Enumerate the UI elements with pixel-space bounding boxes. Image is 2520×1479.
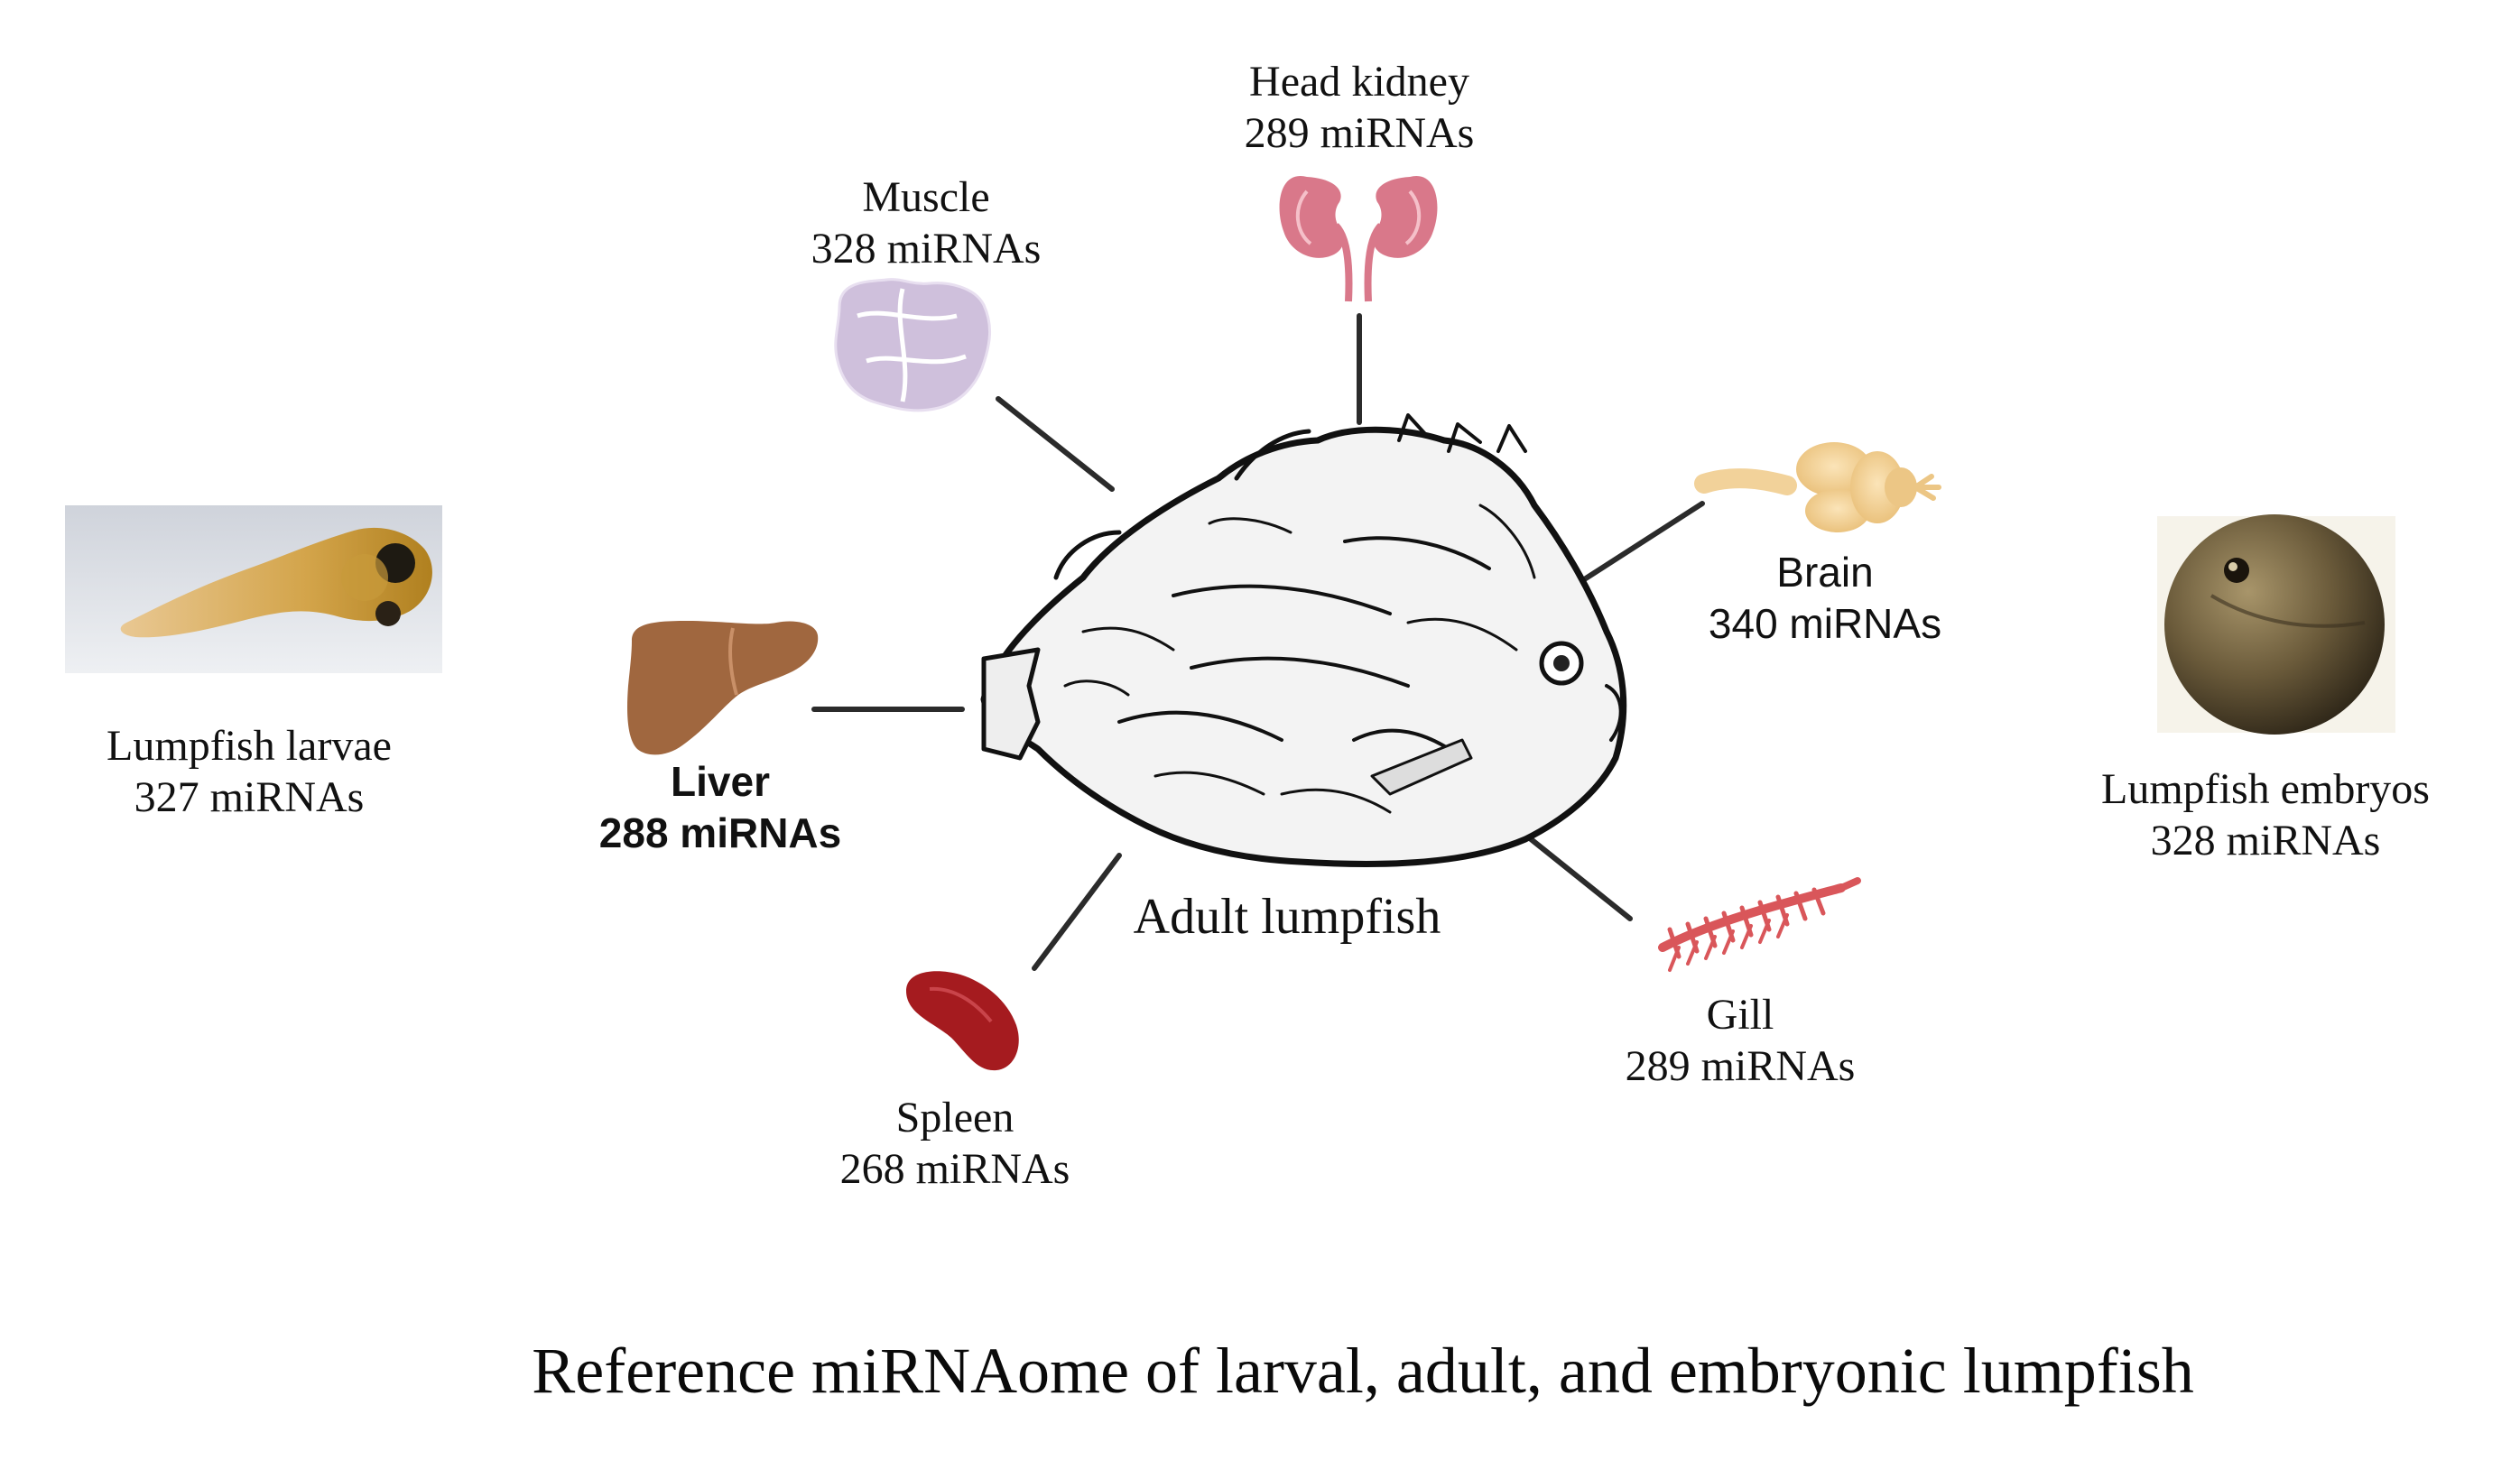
- gill-icon: [1658, 877, 1861, 972]
- tissue-name: Liver: [671, 758, 770, 805]
- muscle-tissue-icon: [834, 278, 992, 412]
- mirna-count: 268 miRNAs: [839, 1145, 1070, 1193]
- connector-spleen: [1032, 853, 1122, 971]
- lumpfish-embryo-photo: [2157, 514, 2395, 735]
- label-muscle: Muscle 328 miRNAs: [811, 171, 1042, 274]
- tissue-name: Muscle: [862, 173, 990, 221]
- mirna-count: 340 miRNAs: [1708, 600, 1942, 647]
- label-larvae: Lumpfish larvae 327 miRNAs: [107, 720, 392, 823]
- brain-icon: [1694, 442, 1941, 532]
- label-gill: Gill 289 miRNAs: [1626, 989, 1856, 1092]
- kidney-icon: [1279, 175, 1438, 302]
- liver-icon: [627, 621, 819, 755]
- mirna-count: 327 miRNAs: [134, 773, 365, 821]
- mirna-count: 289 miRNAs: [1244, 109, 1475, 157]
- label-head-kidney: Head kidney 289 miRNAs: [1245, 56, 1475, 159]
- tissue-name: Brain: [1776, 549, 1874, 596]
- lumpfish-larvae-photo: [65, 505, 442, 673]
- connector-brain: [1573, 501, 1705, 587]
- mirna-count: 328 miRNAs: [811, 225, 1042, 273]
- tissue-name: Spleen: [895, 1094, 1014, 1142]
- mirna-count: 328 miRNAs: [2150, 817, 2381, 864]
- connector-lines: [811, 313, 1705, 971]
- label-adult-lumpfish: Adult lumpfish: [1133, 889, 1441, 945]
- spleen-icon: [906, 971, 1019, 1071]
- label-liver: Liver 288 miRNAs: [599, 756, 841, 859]
- connector-gill: [1514, 825, 1633, 921]
- mirna-count: 288 miRNAs: [598, 809, 842, 856]
- label-brain: Brain 340 miRNAs: [1709, 547, 1941, 650]
- stage-name: Lumpfish embryos: [2101, 765, 2430, 813]
- tissue-name: Head kidney: [1249, 58, 1469, 106]
- stage-name: Lumpfish larvae: [107, 722, 392, 770]
- label-embryos: Lumpfish embryos 328 miRNAs: [2101, 763, 2430, 866]
- mirna-count: 289 miRNAs: [1625, 1042, 1856, 1090]
- adult-lumpfish-illustration: [980, 413, 1627, 867]
- connector-muscle: [996, 396, 1115, 492]
- figure-caption-title: Reference miRNAome of larval, adult, and…: [532, 1335, 2194, 1407]
- tissue-name: Gill: [1706, 991, 1774, 1039]
- label-spleen: Spleen 268 miRNAs: [840, 1092, 1070, 1195]
